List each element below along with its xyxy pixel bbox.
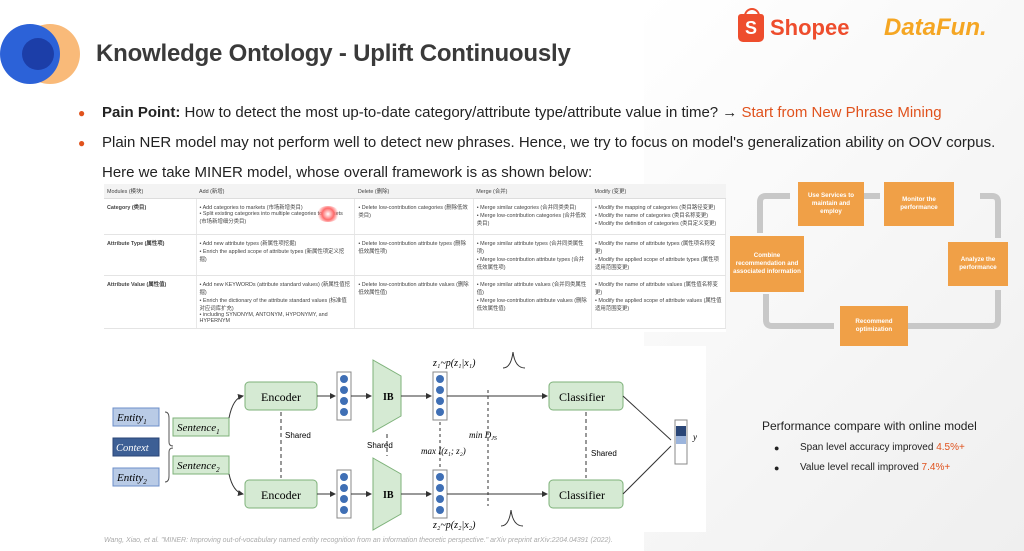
output-y-label: y [692,432,697,442]
z1-distribution-label: z₁~p(z₁|x₁) [432,358,476,369]
table-cell-add: • Add new KEYWORDs (attribute standard v… [196,275,356,329]
table-cell-delete: • Delete low-contribution attribute type… [354,234,474,276]
encoder-bottom-label: Encoder [261,488,301,502]
table-header: Modules (模块) [104,184,196,199]
performance-item-value: 4.5%+ [936,442,965,453]
citation: Wang, Xiao, et al. "MINER: Improving out… [104,537,613,544]
sentence2-label: Sentence2 [177,460,220,474]
table-cell-merge: • Merge similar attribute values (合并同类属性… [473,275,593,329]
table-cell-head: Attribute Type (属性项) [104,234,197,276]
ib-top [372,359,402,433]
table-header: Merge (合并) [473,184,592,199]
table-header: Add (新增) [196,184,355,199]
performance-item-text: Value level recall improved [800,462,922,473]
table-row: Attribute Type (属性项)• Add new attribute … [104,234,726,276]
shared-label-classifier: Shared [591,449,617,458]
bullet-label: Pain Point: [102,104,181,121]
min-djs-label: min DJS [469,430,497,442]
performance-item-text: Span level accuracy improved [800,442,937,453]
table-cell-delete: • Delete low-contribution categories (删除… [354,198,474,235]
brace-top [164,411,174,447]
performance-item-value: 7.4%+ [921,462,951,473]
vector-top [336,371,352,421]
table-cell-add: • Add new attribute types (新属性项挖掘) • Enr… [196,234,356,276]
miner-framework-diagram: Entity1 Context Entity2 Sentence1 Senten… [103,346,706,532]
shared-label-ib: Shared [367,441,393,450]
shared-label-encoder: Shared [285,431,311,440]
table-row: Category (类目)• Add categories to markets… [104,198,726,235]
table-cell-modify: • Modify the name of attribute types (属性… [591,234,726,276]
cycle-step-monitor: Monitor the performance [884,182,954,226]
context-box [112,437,160,457]
shopee-bag-icon: S [738,8,764,42]
max-mi-label: max I(z₁; z₂) [421,446,466,456]
performance-item: ● Value level recall improved 7.4%+ [762,458,1002,478]
bullet-dot-icon: ● [774,463,780,473]
ib-bottom [372,457,402,531]
ib-bottom-label: IB [383,490,394,501]
bullet-ner: ● Plain NER model may not perform well t… [78,128,1018,188]
sentence1-label: Sentence1 [177,422,220,436]
framework-svg: Entity1 Context Entity2 Sentence1 Senten… [112,351,697,531]
cycle-step-combine: Combine recommendation and associated in… [730,236,804,292]
ontology-table: Modules (模块) Add (新增) Delete (删除) Merge … [104,184,726,332]
table-cell-modify: • Modify the name of attribute values (属… [591,275,726,329]
z2-curve-icon [500,509,524,527]
bullet-text: Plain NER model may not perform well to … [102,134,996,181]
optimization-cycle-diagram: Use Services to maintain and employ Moni… [730,178,1010,346]
datafun-logo: DataFun. [884,14,987,41]
performance-box: Performance compare with online model ● S… [762,414,1002,478]
cycle-step-analyze: Analyze the performance [948,242,1008,286]
bullet-list: ● Pain Point: How to detect the most up-… [78,98,1018,188]
slide-logo-icon [0,24,80,84]
sentence2-box [172,455,230,475]
brace-bottom [164,447,174,483]
sentence1-box [172,417,230,437]
vector-bottom [336,469,352,519]
table-header: Modify (变更) [591,184,726,199]
entity1-label: Entity1 [116,412,147,426]
z2-vector [432,469,448,519]
table-cell-merge: • Merge similar categories (合并同类类目) • Me… [473,198,593,235]
shopee-logo: S Shopee [738,8,850,42]
cycle-step-recommend: Recommend optimization [840,306,908,346]
performance-title: Performance compare with online model [762,419,977,433]
entity1-box [112,407,160,427]
bullet-dot-icon: ● [78,136,86,150]
bullet-text: How to detect the most up-to-date catego… [180,104,742,121]
table-header: Delete (删除) [354,184,474,199]
table-cell-merge: • Merge similar attribute types (合并同类属性项… [473,234,593,276]
performance-item: ● Span level accuracy improved 4.5%+ [762,438,1002,458]
bullet-dot-icon: ● [78,106,86,120]
classifier-top-label: Classifier [559,390,605,404]
slide-title: Knowledge Ontology - Uplift Continuously [96,40,571,67]
output-bar [674,419,688,465]
bullet-dot-icon: ● [774,443,780,453]
z1-curve-icon [502,351,526,369]
bullet-highlight: Start from New Phrase Mining [741,104,942,121]
table-row: Attribute Value (属性值)• Add new KEYWORDs … [104,275,726,329]
ib-top-label: IB [383,392,394,403]
pointer-highlight [316,206,340,222]
z2-distribution-label: z₂~p(z₂|x₂) [432,520,476,531]
shopee-logo-text: Shopee [770,15,850,40]
classifier-bottom-label: Classifier [559,488,605,502]
bullet-pain-point: ● Pain Point: How to detect the most up-… [78,98,1018,128]
z1-vector [432,371,448,421]
table-cell-delete: • Delete low-contribution attribute valu… [354,275,474,329]
table-cell-modify: • Modify the mapping of categories (类目路径… [591,198,726,235]
entity2-label: Entity2 [116,472,147,486]
context-label: Context [116,443,150,454]
table-cell-head: Attribute Value (属性值) [104,275,197,329]
entity2-box [112,467,160,487]
cycle-step-use-services: Use Services to maintain and employ [798,182,864,226]
encoder-top-label: Encoder [261,390,301,404]
table-cell-head: Category (类目) [104,198,197,235]
